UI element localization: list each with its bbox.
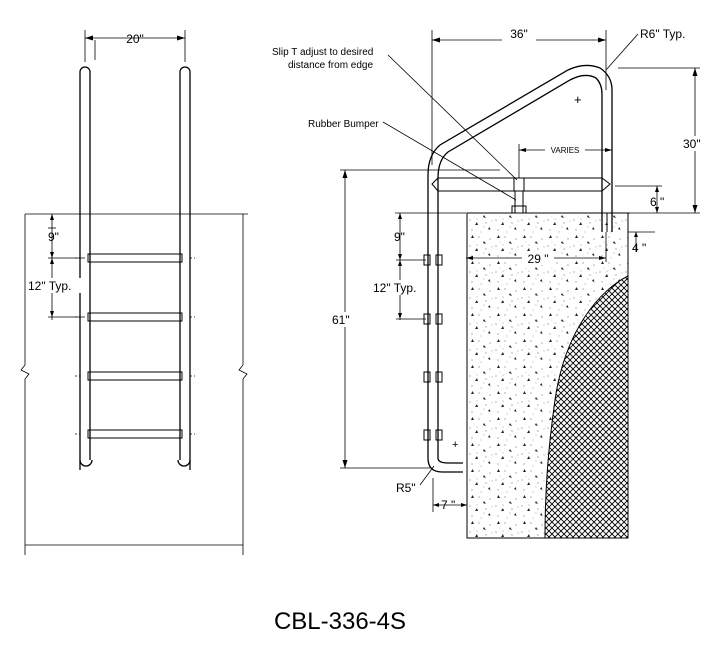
front-step-spacing-dim: 12" Typ. bbox=[28, 279, 71, 293]
side-step-spacing-dim: 12" Typ. bbox=[373, 281, 416, 295]
front-left-rail bbox=[79, 66, 93, 470]
front-first-step-dim: 9" bbox=[48, 230, 59, 244]
varies-dim: VARIES bbox=[551, 146, 580, 155]
model-number: CBL-336-4S bbox=[274, 608, 406, 635]
side-view: 36" R6" Typ. 30" + + bbox=[272, 26, 710, 539]
center-mark-bottom: + bbox=[452, 439, 458, 451]
side-step bbox=[423, 371, 431, 383]
side-handrail: + + bbox=[427, 64, 613, 473]
front-right-rail bbox=[177, 66, 191, 470]
radius-top-dim: R6" Typ. bbox=[640, 27, 685, 41]
radius-bottom-dim: R5" bbox=[396, 481, 416, 495]
front-step bbox=[87, 253, 183, 263]
front-steps bbox=[75, 253, 195, 439]
total-height-dim: 61" bbox=[332, 313, 350, 327]
side-step bbox=[435, 313, 443, 325]
side-step bbox=[435, 429, 443, 441]
side-steps bbox=[423, 254, 443, 441]
six-inch-dim: 6 " bbox=[650, 195, 664, 209]
side-step bbox=[423, 313, 431, 325]
front-view: 20" bbox=[20, 30, 248, 555]
side-step bbox=[435, 371, 443, 383]
front-width-dim: 20" bbox=[126, 32, 144, 46]
side-depth-dim: 36" bbox=[510, 27, 528, 41]
rubber-bumper-label: Rubber Bumper bbox=[308, 119, 379, 130]
side-step bbox=[435, 254, 443, 266]
slip-t-note-line1: Slip T adjust to desired bbox=[272, 47, 373, 58]
pool-wall bbox=[466, 212, 655, 539]
height-above-deck-dim: 30" bbox=[683, 137, 701, 151]
side-step bbox=[423, 429, 431, 441]
diamond-plate-fill bbox=[544, 275, 629, 539]
side-step bbox=[423, 254, 431, 266]
twentynine-inch-dim: 29 " bbox=[528, 252, 549, 266]
front-step bbox=[87, 312, 183, 322]
front-step bbox=[87, 429, 183, 439]
center-mark: + bbox=[574, 92, 582, 107]
four-inch-dim: 4 " bbox=[632, 241, 646, 255]
seven-inch-dim: 7 " bbox=[441, 498, 455, 512]
slip-t-note-line2: distance from edge bbox=[288, 60, 373, 71]
front-step bbox=[87, 371, 183, 381]
side-first-step-dim: 9" bbox=[394, 230, 405, 244]
